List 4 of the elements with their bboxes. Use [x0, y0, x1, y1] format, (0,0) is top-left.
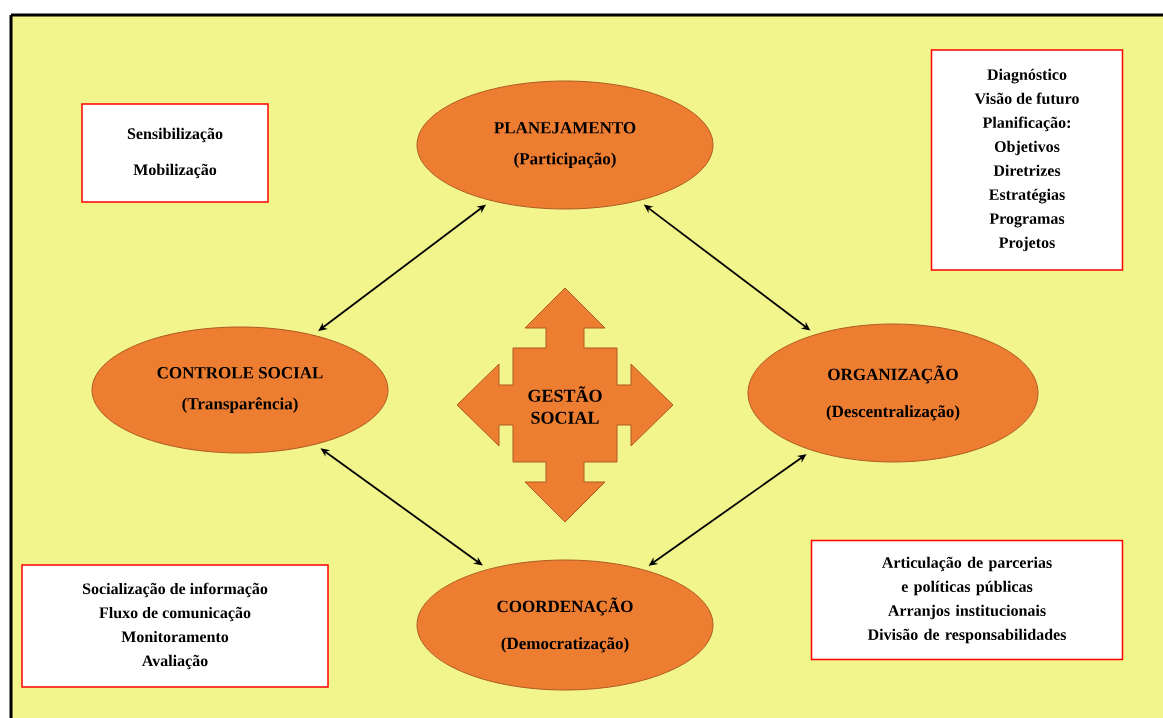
text-box: Sensibilização Mobilização [81, 103, 269, 203]
text-box: Socialização de informação Fluxo de comunicação Monitoramento Avaliação [21, 564, 329, 688]
text-box: Diagnóstico Visão de futuro Planificação: Objetivos Diretrizes Estratégias Programas Projetos [930, 49, 1124, 271]
text-box: Articulação de parcerias e políticas públicas Arranjos institucionais Divisão de responsabilidades [810, 539, 1124, 661]
